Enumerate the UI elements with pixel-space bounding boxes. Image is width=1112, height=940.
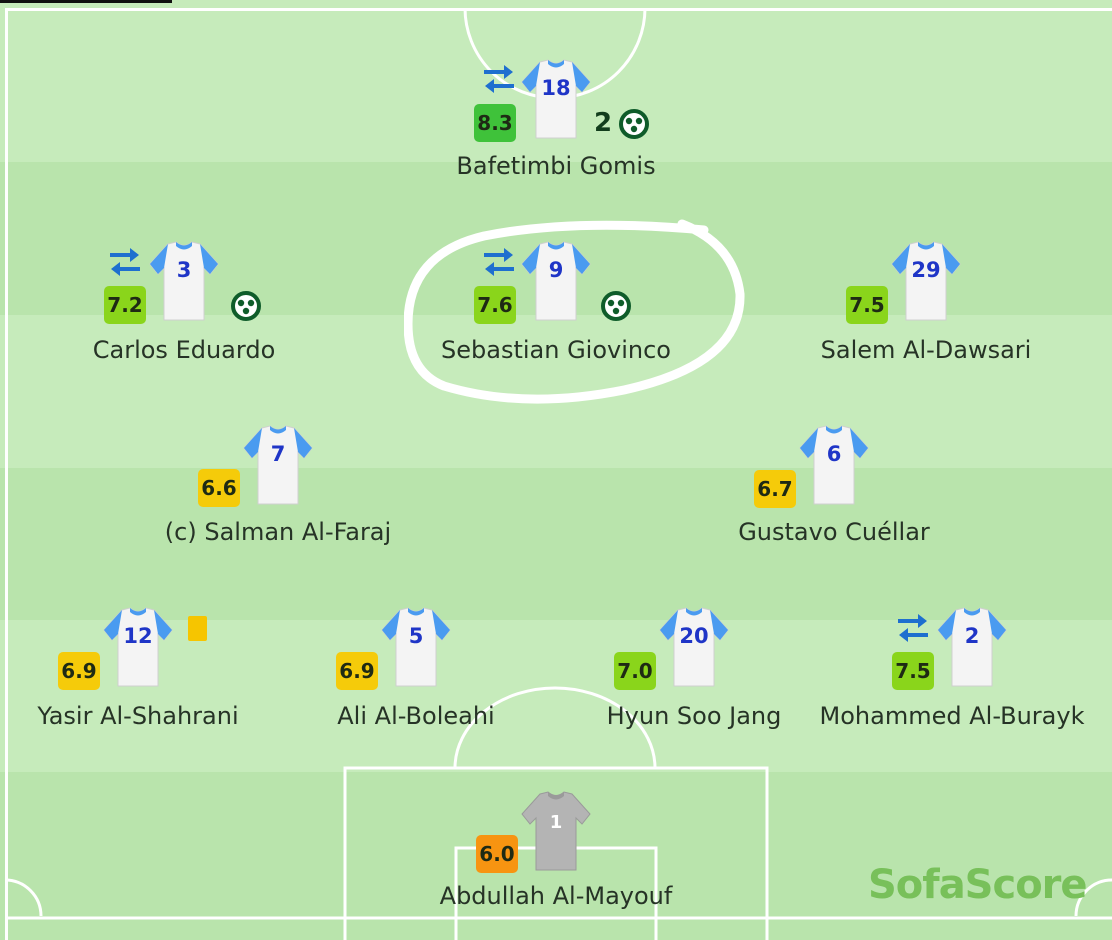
rating-badge: 6.9 — [336, 652, 378, 690]
football-icon — [618, 108, 650, 140]
player-abdullah-al-mayouf[interactable]: 1 6.0 Abdullah Al-Mayouf — [440, 790, 672, 940]
swap-arrows-icon — [480, 245, 518, 279]
player-name: (c) Salman Al-Faraj — [164, 518, 392, 546]
player-salman-al-faraj[interactable]: 7 6.6 (c) Salman Al-Faraj — [165, 424, 391, 574]
player-gustavo-cuellar[interactable]: 6 6.7 Gustavo Cuéllar — [734, 424, 934, 574]
top-edge-line — [0, 0, 172, 3]
player-giovinco[interactable]: 9 7.6 Sebastian Giovinco — [441, 240, 671, 390]
rating-badge: 7.6 — [474, 286, 516, 324]
shirt-number: 18 — [541, 76, 571, 100]
rating-badge: 7.5 — [892, 652, 934, 690]
player-hyun-soo-jang[interactable]: 20 7.0 Hyun Soo Jang — [594, 606, 794, 756]
shirt-number: 12 — [123, 624, 153, 648]
swap-arrows-icon — [106, 245, 144, 279]
shirt-number: 1 — [549, 812, 563, 833]
player-name: Gustavo Cuéllar — [738, 518, 930, 546]
pitch-stripe — [0, 468, 1112, 620]
player-name: Yasir Al-Shahrani — [37, 702, 239, 730]
shirt: 18 — [520, 58, 592, 140]
shirt: 9 — [520, 240, 592, 322]
player-gomis[interactable]: 18 8.3 2 Bafetimbi Gomis — [456, 58, 656, 208]
player-name: Mohammed Al-Burayk — [819, 702, 1085, 730]
annotation-circle — [404, 219, 745, 404]
rating-badge: 7.0 — [614, 652, 656, 690]
player-name: Carlos Eduardo — [92, 336, 276, 364]
player-name: Ali Al-Boleahi — [337, 702, 495, 730]
pitch-stripe — [0, 315, 1112, 468]
shirt: 5 — [380, 606, 452, 688]
goalkeeper-shirt: 1 — [520, 790, 592, 872]
player-name: Sebastian Giovinco — [441, 336, 671, 364]
shirt: 12 — [102, 606, 174, 688]
swap-arrows-icon — [480, 62, 518, 96]
sofascore-logo: SofaScore — [868, 862, 1088, 908]
goal-count: 2 — [594, 108, 613, 138]
football-icon — [230, 290, 262, 322]
player-name: Bafetimbi Gomis — [456, 152, 656, 180]
shirt-number: 9 — [548, 258, 564, 282]
shirt-number: 2 — [964, 624, 980, 648]
player-salem-al-dawsari[interactable]: 29 7.5 Salem Al-Dawsari — [821, 240, 1031, 390]
swap-arrows-icon — [894, 611, 932, 645]
shirt-number: 20 — [679, 624, 709, 648]
rating-badge: 7.5 — [846, 286, 888, 324]
shirt: 29 — [890, 240, 962, 322]
halfway-line — [5, 8, 1112, 11]
player-mohammed-al-burayk[interactable]: 2 7.5 Mohammed Al-Burayk — [820, 606, 1084, 756]
player-name: Salem Al-Dawsari — [820, 336, 1032, 364]
shirt-number: 3 — [176, 258, 192, 282]
rating-badge: 8.3 — [474, 104, 516, 142]
pitch-stripe — [0, 620, 1112, 772]
rating-badge: 7.2 — [104, 286, 146, 324]
shirt: 6 — [798, 424, 870, 506]
left-touchline — [5, 8, 8, 940]
shirt-number: 5 — [408, 624, 424, 648]
player-ali-al-boleahi[interactable]: 5 6.9 Ali Al-Boleahi — [316, 606, 516, 756]
rating-badge: 6.7 — [754, 470, 796, 508]
shirt-number: 29 — [911, 258, 941, 282]
shirt: 7 — [242, 424, 314, 506]
shirt: 20 — [658, 606, 730, 688]
yellow-card-icon — [188, 616, 207, 641]
rating-badge: 6.0 — [476, 835, 518, 873]
shirt: 3 — [148, 240, 220, 322]
player-name: Abdullah Al-Mayouf — [439, 882, 673, 910]
player-yasir-al-shahrani[interactable]: 12 6.9 Yasir Al-Shahrani — [37, 606, 239, 756]
shirt-number: 7 — [270, 442, 286, 466]
football-icon — [600, 290, 632, 322]
shirt-number: 6 — [826, 442, 842, 466]
rating-badge: 6.9 — [58, 652, 100, 690]
player-carlos-eduardo[interactable]: 3 7.2 Carlos Eduardo — [86, 240, 286, 390]
rating-badge: 6.6 — [198, 469, 240, 507]
player-name: Hyun Soo Jang — [606, 702, 782, 730]
shirt: 2 — [936, 606, 1008, 688]
